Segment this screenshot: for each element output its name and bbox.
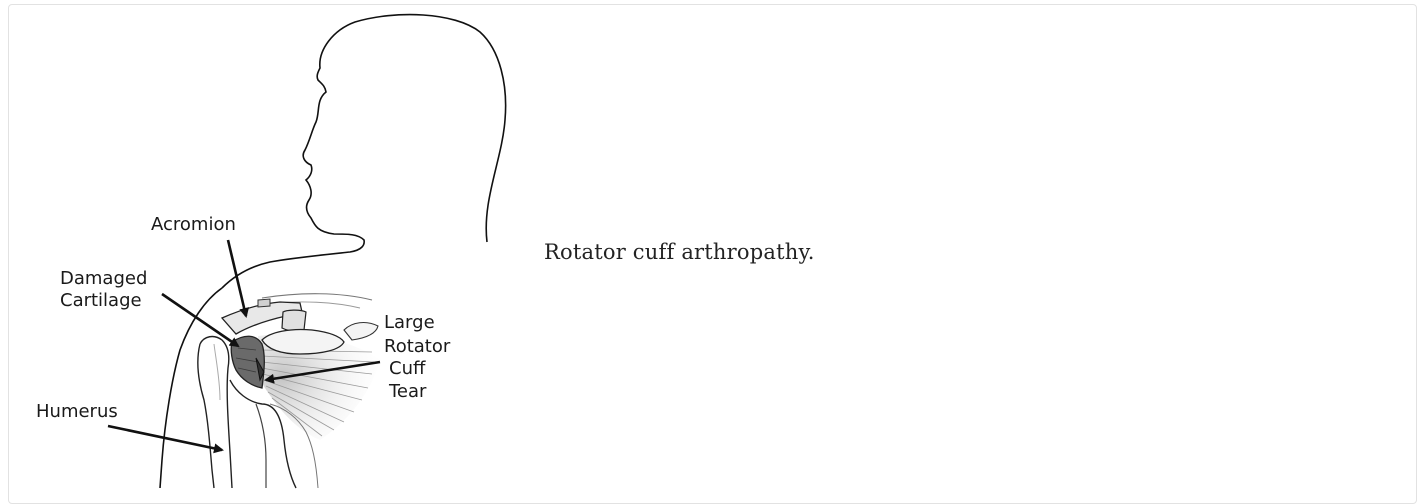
back-contour <box>262 294 372 300</box>
label-damaged-cartilage-line2: Cartilage <box>60 290 142 311</box>
label-tear-line3: Cuff <box>389 358 426 379</box>
head-outline <box>222 15 506 288</box>
shoulder-illustration: Acromion Damaged Cartilage Large Rotator… <box>0 0 520 493</box>
label-tear-line1: Large <box>384 312 435 333</box>
label-tear-line4: Tear <box>388 381 427 402</box>
figure-caption: Rotator cuff arthropathy. <box>544 240 815 264</box>
label-acromion: Acromion <box>151 214 236 235</box>
label-humerus: Humerus <box>36 401 118 422</box>
acromion-arrow <box>228 240 246 316</box>
shoulder-outline <box>160 288 222 488</box>
label-tear-line2: Rotator <box>384 336 451 357</box>
label-damaged-cartilage-line1: Damaged <box>60 268 147 289</box>
